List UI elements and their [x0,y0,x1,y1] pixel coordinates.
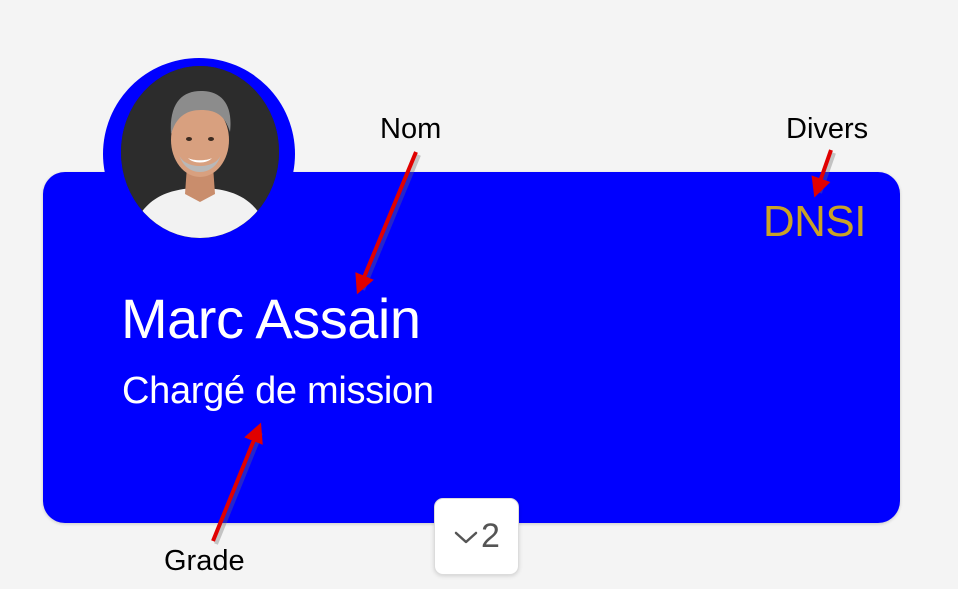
callout-nom: Nom [380,113,442,145]
callout-divers: Divers [786,113,869,145]
arrow-divers [811,149,836,198]
person-photo-icon [121,66,279,238]
person-grade: Chargé de mission [122,370,434,412]
person-divers: DNSI [762,197,867,246]
arrow-nom [355,151,421,295]
arrow-grade [211,422,263,545]
chevron-down-icon [454,531,478,543]
direct-reports-count: 2 [481,517,500,555]
person-name: Marc Assain [121,287,421,350]
avatar [121,66,279,238]
callout-grade: Grade [164,545,245,577]
expand-button[interactable]: 2 [434,498,519,575]
